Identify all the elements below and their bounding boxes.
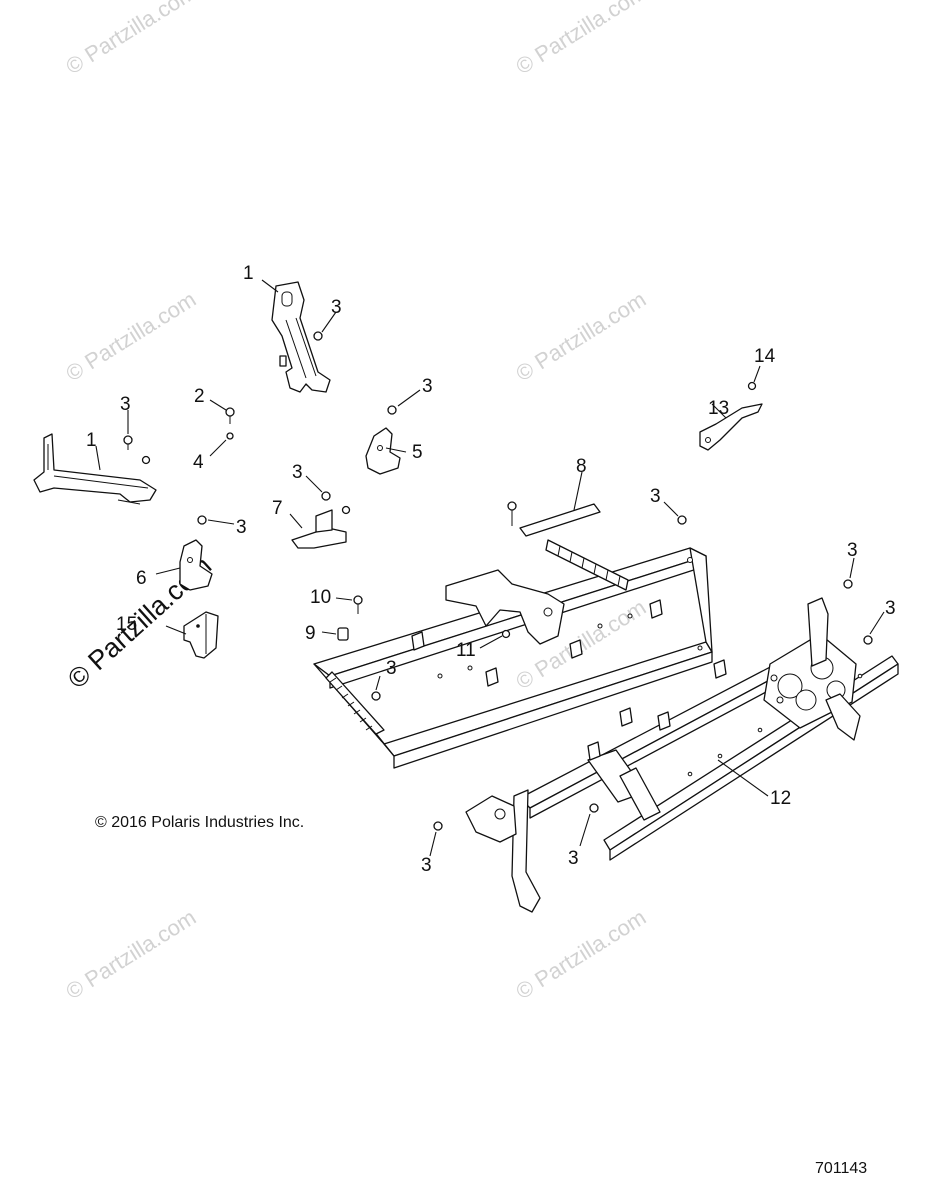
callout-label: 3 bbox=[292, 462, 303, 483]
callout-label: 3 bbox=[236, 517, 247, 538]
copyright-notice: © 2016 Polaris Industries Inc. bbox=[95, 814, 305, 831]
callout-label: 9 bbox=[305, 623, 316, 644]
bolt bbox=[501, 629, 511, 639]
bolt bbox=[123, 435, 133, 450]
callout-label: 5 bbox=[412, 442, 423, 463]
callout-label: 6 bbox=[136, 568, 147, 589]
callout-label: 3 bbox=[421, 855, 432, 876]
part-bracket-left bbox=[33, 433, 157, 505]
callout-label: 7 bbox=[272, 498, 283, 519]
callout-label: 2 bbox=[194, 386, 205, 407]
part-12-frame bbox=[465, 597, 899, 913]
callout-label: 1 bbox=[243, 263, 254, 284]
callout-label: 3 bbox=[847, 540, 858, 561]
bolt bbox=[321, 491, 331, 501]
bolt bbox=[141, 455, 151, 465]
watermark: © Partzilla.com bbox=[511, 0, 650, 79]
callout-label: 4 bbox=[193, 452, 204, 473]
callout-label: 15 bbox=[116, 614, 137, 635]
callout-label: 3 bbox=[386, 658, 397, 679]
bolt bbox=[341, 505, 351, 515]
callout-label: 10 bbox=[310, 587, 331, 608]
callout-label: 8 bbox=[576, 456, 587, 477]
bolt bbox=[677, 515, 687, 525]
callout-label: 3 bbox=[568, 848, 579, 869]
callout-label: 1 bbox=[86, 430, 97, 451]
watermarks: © Partzilla.com © Partzilla.com © Partzi… bbox=[61, 0, 650, 1004]
bolt bbox=[843, 579, 853, 589]
bolt bbox=[589, 803, 599, 813]
watermark: © Partzilla.com bbox=[61, 0, 200, 79]
callout-label: 3 bbox=[331, 297, 342, 318]
bolt bbox=[225, 407, 235, 424]
callout-label: 3 bbox=[120, 394, 131, 415]
callout-label: 3 bbox=[650, 486, 661, 507]
watermark: © Partzilla.com bbox=[61, 904, 200, 1004]
bolt bbox=[371, 691, 381, 701]
watermark: © Partzilla.com bbox=[511, 904, 650, 1004]
watermark: © Partzilla.com bbox=[511, 286, 650, 386]
watermark: © Partzilla.com bbox=[61, 286, 200, 386]
hatched-brace-right bbox=[545, 539, 629, 591]
bolt bbox=[747, 381, 757, 391]
hatched-brace-left bbox=[325, 671, 385, 735]
part-5-bracket bbox=[365, 427, 401, 475]
bolt bbox=[507, 501, 517, 526]
callout-label: 3 bbox=[885, 598, 896, 619]
callout-label: 11 bbox=[456, 640, 476, 661]
bolt bbox=[387, 405, 397, 415]
bolt bbox=[313, 331, 323, 341]
hardware-bolts bbox=[123, 331, 873, 831]
part-6-bracket bbox=[179, 539, 213, 591]
callout-label: 12 bbox=[770, 788, 791, 809]
part-bracket-top bbox=[271, 281, 331, 393]
washer bbox=[226, 432, 234, 440]
part-15-bracket bbox=[183, 611, 219, 659]
callouts: 1 3 2 3 3 1 4 5 3 8 3 7 3 6 10 9 11 3 15… bbox=[86, 263, 896, 876]
bolt bbox=[353, 595, 363, 614]
callout-label: 13 bbox=[708, 398, 729, 419]
callout-label: 14 bbox=[754, 346, 776, 367]
part-7-bracket bbox=[291, 509, 347, 549]
leader-lines bbox=[95, 279, 885, 857]
callout-label: 3 bbox=[422, 376, 433, 397]
bolt bbox=[197, 515, 207, 525]
figure-number: 701143 bbox=[815, 1160, 868, 1177]
part-13-bracket bbox=[699, 403, 763, 451]
bolt bbox=[863, 635, 873, 645]
spacer bbox=[337, 627, 349, 641]
part-8-frame bbox=[313, 503, 713, 769]
bolt bbox=[433, 821, 443, 831]
